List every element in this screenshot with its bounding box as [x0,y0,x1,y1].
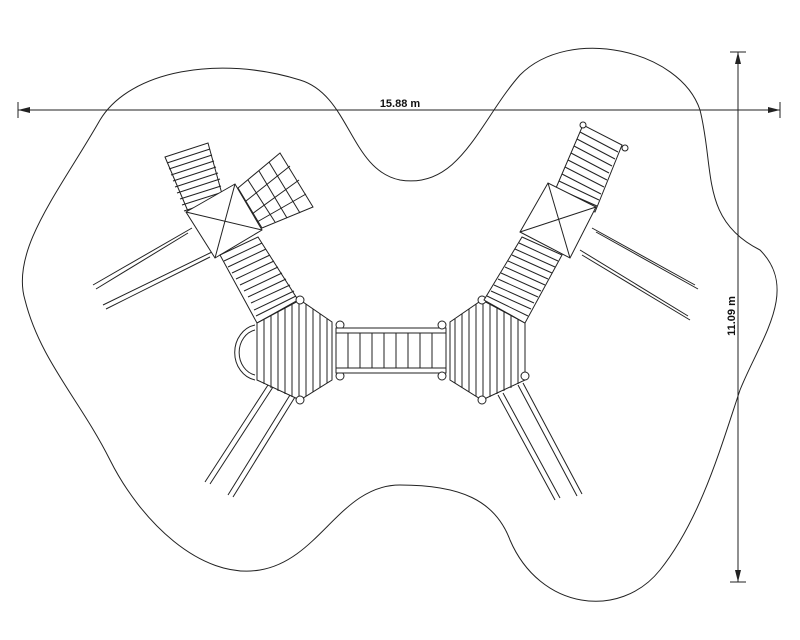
slide-right-tower [579,227,699,321]
right-stairs [483,236,563,324]
width-label: 15.88 m [380,98,421,110]
slide-left-hex [204,384,296,498]
depth-dimension: 11.09 m [726,51,746,583]
climbing-net [237,152,314,229]
slide-right-hex [497,382,583,501]
left-hex-platform [256,295,345,405]
depth-label: 11.09 m [726,296,738,336]
left-arch-panel [234,324,256,381]
bridge [335,327,447,374]
width-dimension: 15.88 m [17,98,781,118]
slide-left-tower [92,227,213,310]
safety-zone-outline [21,47,778,602]
left-tower-roof [185,183,263,259]
right-tower-roof [519,182,597,259]
right-hex-platform [437,295,530,405]
